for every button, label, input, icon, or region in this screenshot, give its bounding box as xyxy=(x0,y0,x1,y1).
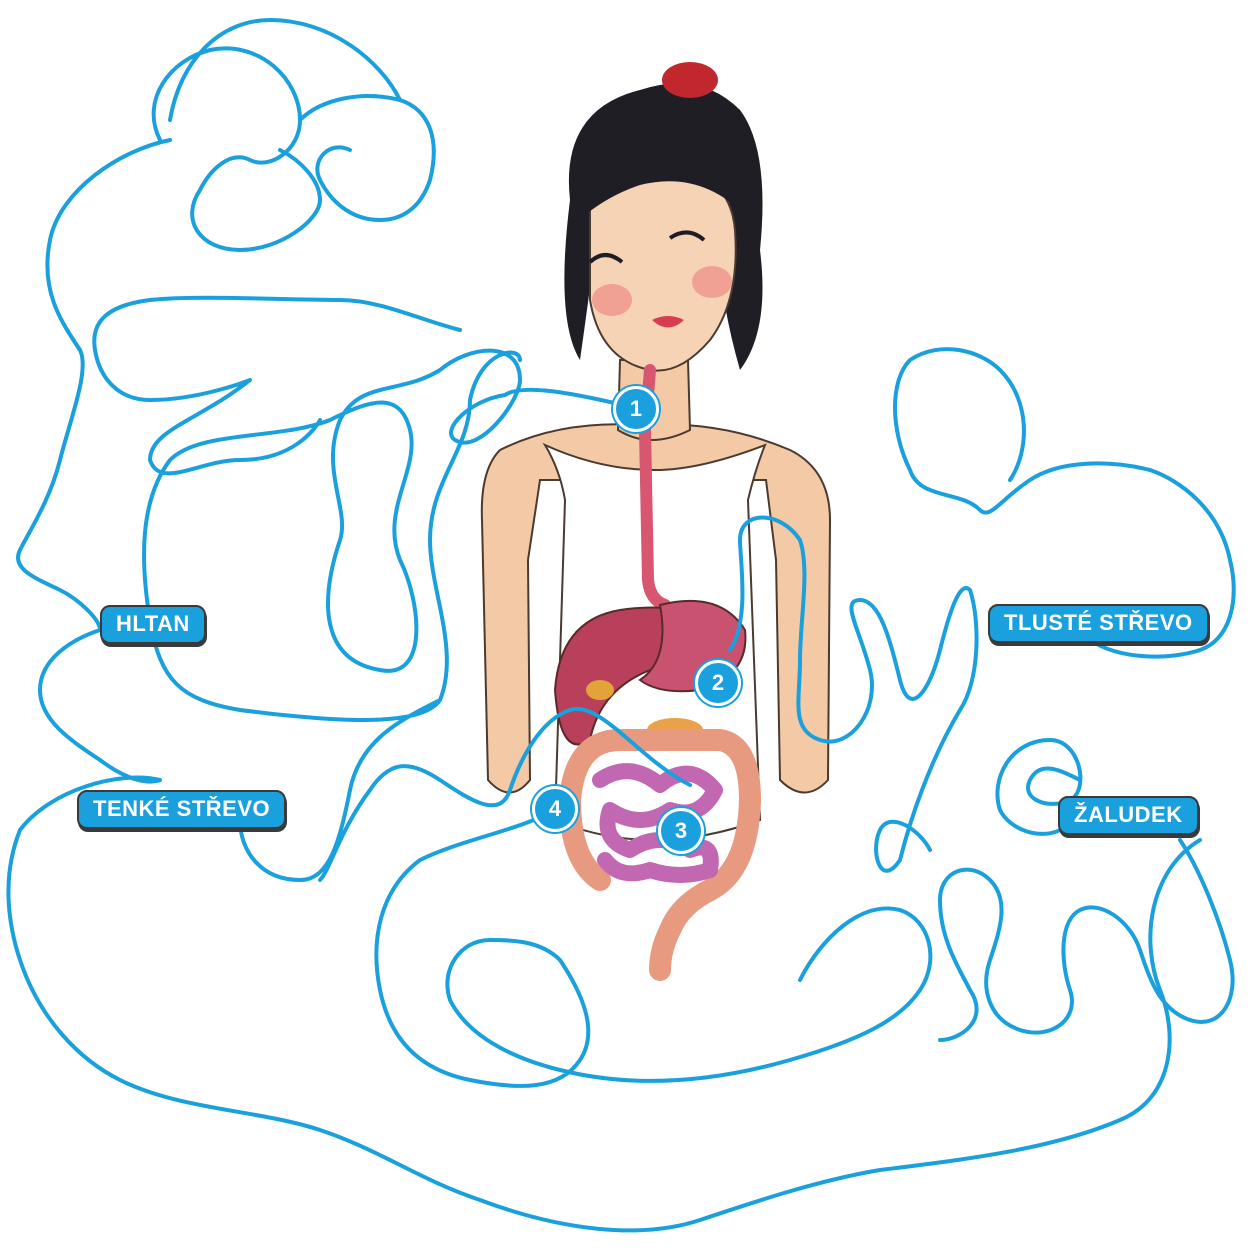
organ-gallbladder xyxy=(586,680,614,700)
marker-4: 4 xyxy=(532,786,578,832)
label-zaludek[interactable]: ŽALUDEK xyxy=(1058,796,1199,835)
hair-bow xyxy=(662,62,718,98)
marker-1: 1 xyxy=(613,386,659,432)
girl-cheek-right xyxy=(692,266,732,298)
girl-cheek-left xyxy=(592,284,632,316)
label-tenke-strevo[interactable]: TENKÉ STŘEVO xyxy=(77,790,286,829)
label-hltan[interactable]: HLTAN xyxy=(100,605,206,644)
girl-earring xyxy=(744,261,752,269)
label-tluste-strevo[interactable]: TLUSTÉ STŘEVO xyxy=(988,604,1209,643)
girl-illustration xyxy=(482,62,830,970)
marker-2: 2 xyxy=(695,660,741,706)
marker-3: 3 xyxy=(658,808,704,854)
